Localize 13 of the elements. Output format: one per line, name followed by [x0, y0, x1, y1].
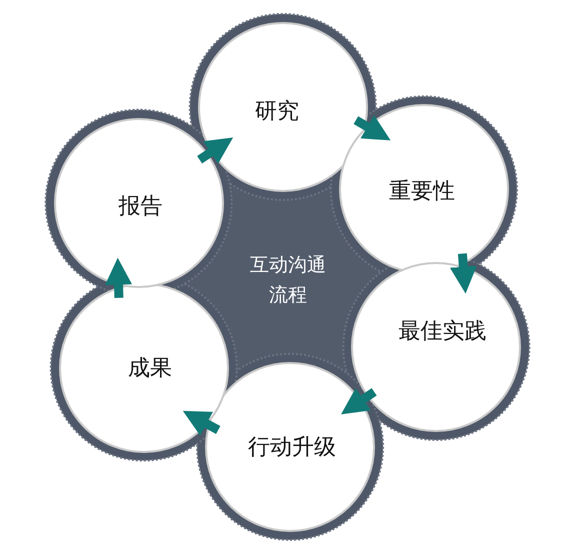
- arrow: [197, 138, 234, 164]
- stage-label: 重要性: [388, 178, 455, 206]
- stage-label: 行动升级: [248, 434, 336, 462]
- hub-label: 互动沟通流程: [249, 253, 327, 308]
- stage-label: 报告: [118, 192, 163, 221]
- arrow: [354, 115, 391, 140]
- arrow: [450, 253, 477, 294]
- arrow: [182, 410, 220, 436]
- stage-label: 最佳实践: [398, 318, 486, 346]
- stage-label: 研究: [254, 98, 299, 126]
- arrow: [105, 258, 132, 298]
- stage-label: 成果: [128, 354, 172, 383]
- arrow: [341, 388, 377, 414]
